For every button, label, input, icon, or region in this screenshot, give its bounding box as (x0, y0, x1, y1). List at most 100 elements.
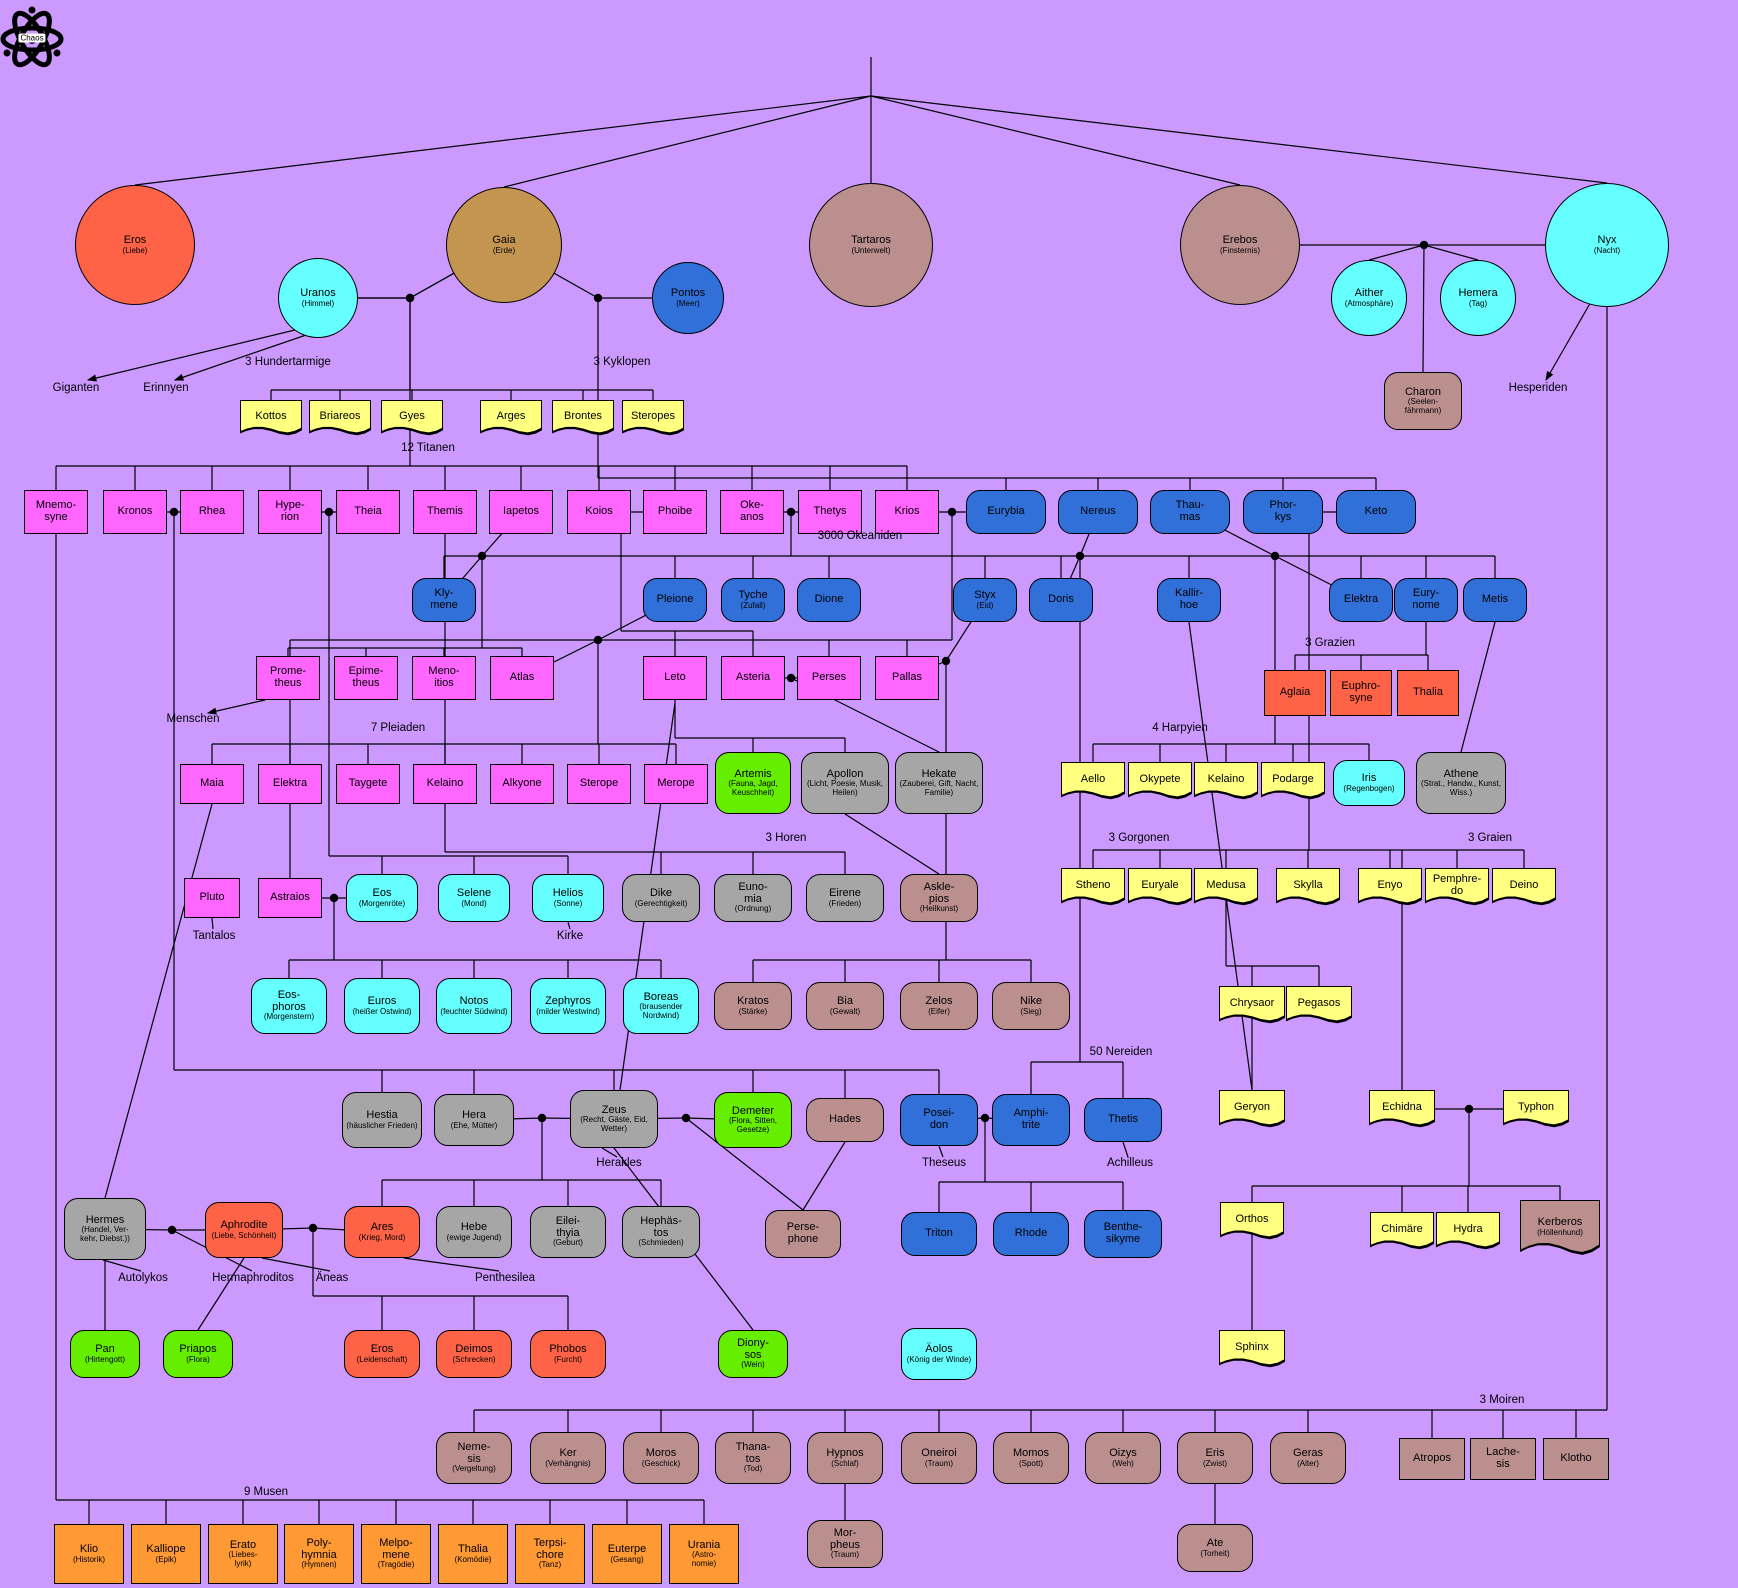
node-hades: Hades (806, 1098, 884, 1142)
node-label: Eilei- thyia (555, 1215, 581, 1239)
node-kelaino: Kelaino (413, 764, 477, 804)
node-brontes: Brontes (552, 400, 614, 436)
node-label: Steropes (630, 410, 676, 423)
node-okeanos: Oke- anos (720, 490, 784, 534)
node-pleione: Pleione (643, 578, 707, 622)
node-label: Stheno (1075, 879, 1111, 892)
node-dike: Dike(Gerechtigkeit) (622, 874, 700, 922)
node-label: Thalia (1413, 686, 1443, 699)
node-sublabel: (Strat., Handw., Kunst, Wiss.) (1420, 779, 1502, 797)
node-label: Arges (496, 410, 526, 423)
node-theia: Theia (336, 490, 400, 534)
node-klio: Klio(Historik) (54, 1524, 124, 1584)
node-sublabel: (Liebe, Schönheit) (211, 1230, 277, 1240)
node-label: Poly- hymnia (301, 1537, 337, 1561)
node-sublabel: (Finsternis) (1219, 245, 1260, 255)
node-triton: Triton (901, 1212, 977, 1256)
node-thaumas: Thau- mas (1150, 490, 1230, 534)
node-sublabel: (Eifer) (928, 1006, 950, 1016)
node-sublabel: (Frieden) (828, 898, 862, 908)
node-sublabel: (Mond) (461, 898, 487, 908)
node-tartaros: Tartaros(Unterwelt) (809, 183, 933, 307)
node-label: Aither (1354, 287, 1384, 300)
node-label: Chrysaor (1229, 997, 1275, 1010)
group-label: 3 Kyklopen (593, 356, 651, 368)
node-aglaia: Aglaia (1264, 670, 1326, 716)
node-thetis: Thetis (1084, 1098, 1162, 1142)
group-label: 3000 Okeaniden (817, 530, 903, 542)
node-label: Iris (1361, 772, 1377, 785)
node-label: Artemis (734, 767, 772, 780)
node-gyes: Gyes (381, 400, 443, 436)
node-steropes: Steropes (622, 400, 684, 436)
node-sublabel: (Licht, Poesie, Musik, Heilen) (806, 779, 884, 797)
node-hestia: Hestia(häuslicher Frieden) (342, 1092, 422, 1148)
node-eurybia: Eurybia (966, 490, 1046, 534)
node-label: Hera (462, 1109, 486, 1122)
node-steropes-face: Steropes (623, 401, 683, 433)
group-label: 50 Nereiden (1089, 1046, 1153, 1058)
node-pontos: Pontos(Meer) (652, 262, 724, 334)
node-sublabel: (Gesang) (610, 1554, 644, 1564)
node-sublabel: (Liebes- lyrik) (228, 1550, 258, 1568)
node-phorkys: Phor- kys (1243, 490, 1323, 534)
node-phoibe: Phoibe (643, 490, 707, 534)
node-merope: Merope (644, 764, 708, 804)
node-label: Phobos (549, 1343, 587, 1356)
node-skylla: Skylla (1276, 868, 1340, 906)
node-iris: Iris(Regenbogen) (1333, 760, 1405, 806)
node-benthesikyme: Benthe- sikyme (1084, 1210, 1162, 1258)
node-label: Eirene (829, 887, 861, 900)
node-hermes: Hermes(Handel, Ver- kehr, Diebst.)) (64, 1198, 146, 1260)
node-sublabel: (Stärke) (738, 1006, 768, 1016)
node-eosphoros: Eos- phoros(Morgenstern) (251, 978, 327, 1034)
node-label: Kerberos (1537, 1216, 1583, 1229)
node-sublabel: (Regenbogen) (1343, 783, 1395, 793)
node-sublabel: (Gewalt) (829, 1006, 861, 1016)
node-sublabel: (Morgenröte) (358, 898, 406, 908)
node-sublabel: (Himmel) (301, 298, 335, 308)
node-chrysaor-face: Chrysaor (1220, 987, 1284, 1021)
node-label: Kottos (255, 410, 287, 423)
node-label: Atlas (509, 671, 535, 684)
node-taygete: Taygete (336, 764, 400, 804)
node-label: Euphro- syne (1341, 680, 1381, 704)
node-kerberos-face: Kerberos(Höllenhund) (1521, 1201, 1599, 1252)
node-label: Pontos (670, 287, 706, 300)
node-deimos: Deimos(Schrecken) (436, 1330, 512, 1378)
node-rhode: Rhode (993, 1212, 1069, 1256)
node-label: Moros (645, 1447, 677, 1460)
node-sublabel: (Zufall) (740, 600, 766, 610)
node-echidna-face: Echidna (1370, 1091, 1434, 1125)
node-sublabel: (Recht, Gäste, Eid, Wetter) (580, 1115, 648, 1133)
node-aphrodite: Aphrodite(Liebe, Schönheit) (205, 1202, 283, 1258)
node-label: Dione (814, 593, 844, 606)
node-eurynome: Eury- nome (1394, 578, 1458, 622)
node-label: Podarge (1272, 773, 1314, 786)
node-kottos: Kottos (240, 400, 302, 436)
node-label: Ares (370, 1221, 394, 1234)
node-poseidon: Posei- don (900, 1094, 978, 1146)
node-label: Aphrodite (220, 1219, 268, 1232)
group-label: Autolykos (118, 1272, 168, 1284)
node-nike: Nike(Sieg) (992, 982, 1070, 1030)
node-label: Astraios (270, 891, 310, 904)
node-label: Rhea (198, 505, 226, 518)
node-euphrosyne: Euphro- syne (1330, 670, 1392, 716)
node-brontes-face: Brontes (553, 401, 613, 433)
node-label: Äolos (925, 1343, 953, 1356)
node-label: Amphi- trite (1013, 1107, 1049, 1131)
node-label: Kelaino (1207, 773, 1245, 786)
node-sterope: Sterope (567, 764, 631, 804)
node-stheno-face: Stheno (1062, 869, 1124, 903)
chaos-label: Chaos (18, 33, 46, 43)
node-sublabel: (Wein) (741, 1360, 765, 1370)
node-gaia: Gaia(Erde) (446, 187, 562, 303)
node-label: Aglaia (1279, 686, 1311, 699)
node-label: Thetys (813, 505, 847, 518)
node-label: Krios (894, 505, 920, 518)
node-label: Orthos (1235, 1213, 1269, 1226)
node-mnemosyne: Mnemo- syne (24, 490, 88, 534)
group-label: Penthesilea (474, 1272, 536, 1284)
